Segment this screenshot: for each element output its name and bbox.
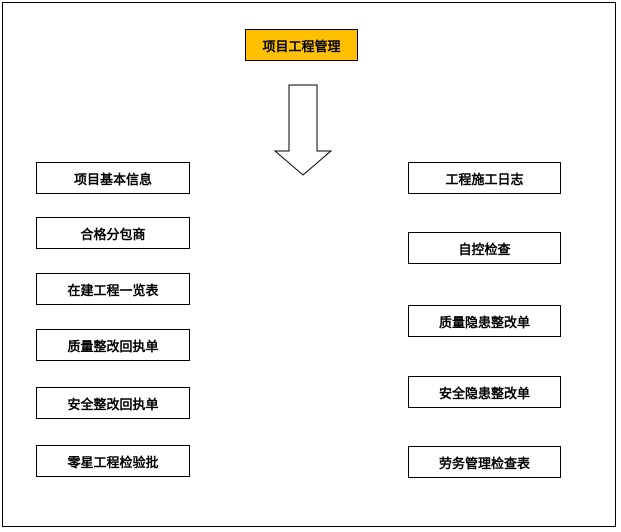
right-item-label: 安全隐患整改单: [438, 386, 530, 402]
left-item-projects-list: 在建工程一览表: [36, 273, 190, 305]
right-item-quality-hazard-rectification: 质量隐患整改单: [408, 305, 561, 337]
right-item-label: 工程施工日志: [445, 172, 524, 188]
right-item-label: 质量隐患整改单: [438, 315, 530, 331]
left-item-safety-rectification-receipt: 安全整改回执单: [36, 387, 190, 419]
left-item-project-info: 项目基本信息: [36, 162, 190, 194]
title-box: 项目工程管理: [245, 29, 358, 61]
left-item-label: 质量整改回执单: [67, 339, 159, 355]
left-item-label: 项目基本信息: [73, 172, 152, 188]
left-item-label: 在建工程一览表: [67, 283, 159, 299]
left-item-label: 零星工程检验批: [67, 455, 159, 471]
left-item-sporadic-inspection-batch: 零星工程检验批: [36, 445, 190, 477]
left-item-label: 合格分包商: [80, 227, 146, 243]
right-item-label: 自控检查: [458, 242, 511, 258]
right-item-construction-log: 工程施工日志: [408, 162, 561, 194]
left-item-qualified-subcontractors: 合格分包商: [36, 217, 190, 249]
right-item-self-inspection: 自控检查: [408, 232, 561, 264]
right-item-label: 劳务管理检查表: [438, 456, 530, 472]
down-arrow-icon: [273, 84, 333, 176]
title-label: 项目工程管理: [262, 39, 341, 55]
right-item-labor-management-checklist: 劳务管理检查表: [408, 446, 561, 478]
right-item-safety-hazard-rectification: 安全隐患整改单: [408, 376, 561, 408]
left-item-label: 安全整改回执单: [67, 397, 159, 413]
left-item-quality-rectification-receipt: 质量整改回执单: [36, 329, 190, 361]
